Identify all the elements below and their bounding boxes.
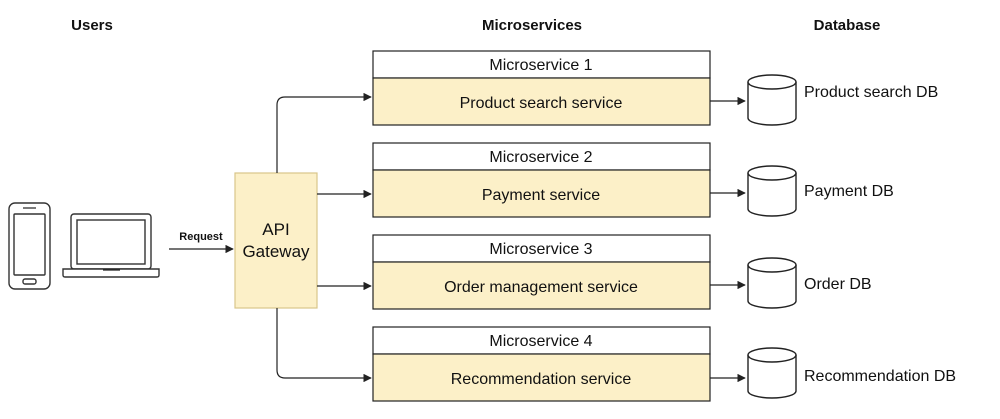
database-icon: [747, 257, 797, 309]
database-label: Recommendation DB: [804, 368, 956, 385]
service-name: Recommendation service: [451, 371, 632, 388]
microservice-header: Microservice 2: [489, 149, 592, 166]
service-name: Product search service: [460, 95, 623, 112]
microservice-4: Microservice 4 Recommendation service: [372, 326, 711, 402]
database-icon: [747, 165, 797, 217]
smartphone-icon: [8, 202, 51, 290]
microservice-header: Microservice 1: [489, 57, 592, 74]
database-icon: [747, 74, 797, 126]
service-name: Order management service: [444, 279, 638, 296]
database-label: Order DB: [804, 276, 872, 293]
gateway-label-line1: API: [262, 220, 289, 239]
column-heading-microservices: Microservices: [482, 17, 582, 34]
service-name: Payment service: [482, 187, 600, 204]
laptop-icon: [62, 213, 160, 278]
column-heading-users: Users: [71, 17, 113, 34]
microservice-3: Microservice 3 Order management service: [372, 234, 711, 310]
microservice-2: Microservice 2 Payment service: [372, 142, 711, 218]
microservice-header: Microservice 4: [489, 333, 592, 350]
microservice-1: Microservice 1 Product search service: [372, 50, 711, 126]
database-label: Payment DB: [804, 183, 894, 200]
column-heading-database: Database: [814, 17, 881, 34]
microservice-header: Microservice 3: [489, 241, 592, 258]
database-label: Product search DB: [804, 84, 938, 101]
gateway-label-line2: Gateway: [242, 242, 310, 261]
request-label: Request: [179, 231, 223, 243]
api-gateway-box: [234, 172, 318, 309]
database-icon: [747, 347, 797, 399]
